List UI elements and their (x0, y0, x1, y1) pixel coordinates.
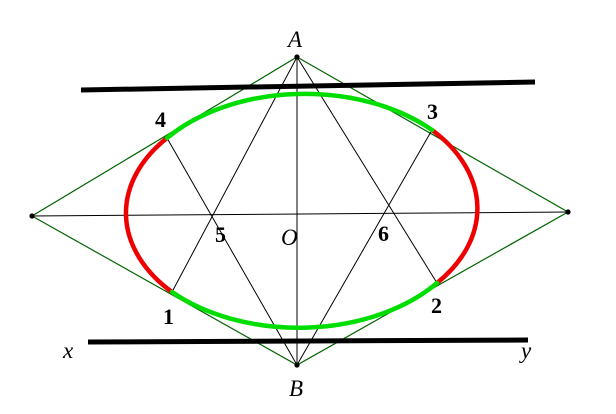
label-point-o: O (281, 225, 298, 250)
label-point-5: 5 (215, 222, 226, 247)
label-point-4: 4 (155, 107, 166, 132)
label-point-1: 1 (163, 304, 174, 329)
label-point-a: A (288, 27, 303, 52)
vertex-dot-b (294, 362, 300, 368)
label-point-b: B (289, 376, 304, 401)
label-axis-y: y (521, 338, 532, 363)
ellipse-arc-red-right (429, 127, 480, 286)
axis-x-line (80, 79, 536, 93)
axis-y-line (87, 337, 529, 345)
label-point-2: 2 (431, 293, 442, 318)
label-axis-x: x (63, 338, 74, 363)
chord-b-to-4 (166, 137, 298, 366)
label-point-3: 3 (427, 99, 438, 124)
ellipse-arc-green-bottom (169, 280, 440, 330)
ellipse-arc-red-left (123, 135, 175, 295)
rhombus-outline (30, 56, 570, 366)
chord-a-to-2 (296, 56, 438, 284)
vertex-dot-right (565, 209, 571, 215)
horizontal-diameter-line (31, 211, 569, 217)
ellipse-arc-green-top (164, 91, 435, 141)
vertex-dot-a (294, 54, 300, 60)
label-point-6: 6 (378, 221, 389, 246)
vertex-dot-left (29, 213, 35, 219)
